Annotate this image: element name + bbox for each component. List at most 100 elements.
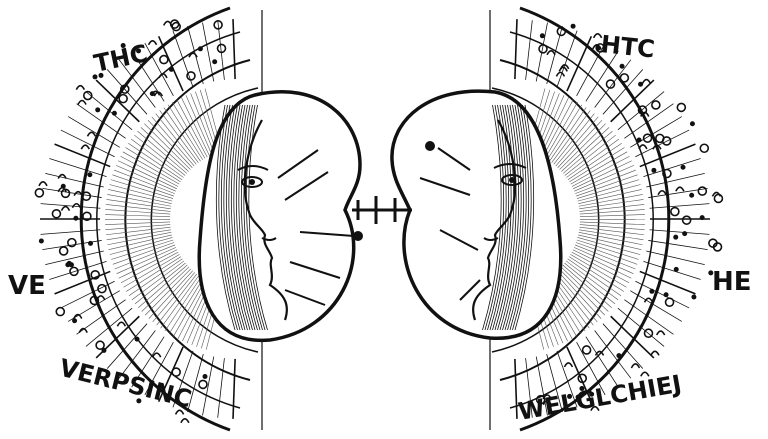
dial-hatch-line: [567, 258, 622, 297]
dial-hatch-line: [579, 209, 645, 215]
dial-hatch-line: [131, 138, 184, 178]
dial-glyph: [60, 188, 71, 199]
dial-tick: [202, 356, 215, 416]
dial-tick: [610, 79, 655, 123]
dial-tick: [144, 42, 174, 97]
dial-tick: [118, 330, 156, 379]
dial-tick: [514, 358, 518, 419]
dial-tick: [610, 315, 655, 359]
dial-hatch-line: [134, 262, 186, 305]
hair-strand: [502, 104, 522, 331]
hair-strand: [482, 104, 502, 331]
dial-hatch-line: [579, 226, 645, 236]
dial-tick: [42, 240, 102, 250]
dial-hatch-line: [557, 270, 602, 319]
dial-glyph: [69, 266, 79, 277]
left-dial-glyphs: [34, 19, 227, 424]
dial-tick: [648, 240, 708, 250]
dial-tick: [157, 35, 184, 92]
dial-tick: [635, 280, 690, 309]
dial-hatch-line: [559, 123, 606, 170]
dial-tick: [639, 270, 696, 295]
dial-hatch-line: [573, 160, 632, 190]
dial-glyph: [642, 133, 653, 143]
dial-squiggle: [153, 91, 164, 97]
dial-hatch-line: [118, 160, 177, 190]
dial-hatch-line: [553, 113, 595, 165]
dial-glyph: [119, 84, 130, 94]
dial-hatch-line: [565, 260, 619, 301]
hair-strand: [245, 104, 266, 331]
right-face-pointers: [419, 141, 481, 301]
dial-tick: [646, 250, 705, 266]
dial-hatch-line: [576, 174, 638, 197]
dial-squiggle: [594, 350, 605, 356]
dial-squiggle: [158, 73, 168, 79]
dial-dot: [649, 288, 655, 294]
dial-hatch-line: [579, 221, 645, 225]
dial-tick: [649, 203, 710, 209]
dial-glyph: [89, 295, 100, 306]
dial-tick: [60, 129, 115, 158]
right-dial-glyphs: [535, 23, 724, 412]
dial-squiggle: [655, 330, 666, 336]
hair-strand: [487, 104, 507, 331]
dial-glyph: [213, 20, 223, 30]
dial-glyph: [118, 93, 128, 104]
dial-tick: [617, 91, 665, 131]
dial-hatch-line: [567, 142, 622, 180]
dial-tick: [649, 229, 710, 235]
dial-hatch-line: [120, 155, 179, 187]
dial-dot: [95, 107, 101, 113]
dial-tick: [54, 143, 111, 168]
right-face-pupil: [509, 177, 515, 183]
left-dial-ring-4: [150, 87, 259, 353]
dial-dot: [212, 59, 218, 65]
dial-hatch-line: [152, 272, 195, 323]
dial-hatch-line: [575, 242, 638, 265]
dial-dot: [136, 398, 142, 404]
dial-hatch-line: [574, 165, 635, 192]
dial-hatch-line: [570, 151, 628, 185]
right-dial-ring-4: [491, 87, 600, 353]
dial-tick: [624, 103, 674, 139]
hair-strand: [223, 104, 243, 331]
dial-hatch-line: [566, 138, 619, 178]
label-left-bottom: VERPSINC: [57, 354, 195, 414]
dial-hatch-line: [155, 113, 197, 165]
dial-glyph: [67, 237, 77, 248]
dial-glyph: [198, 379, 208, 390]
right-dial-hatching: [527, 88, 646, 350]
dial-hatch-line: [564, 134, 616, 176]
center-connector: [352, 196, 412, 224]
dial-tick: [85, 91, 133, 131]
dial-dot: [619, 63, 625, 69]
dial-hatch-line: [107, 232, 172, 246]
dial-dot: [72, 318, 78, 324]
hair-strand: [238, 104, 258, 331]
dial-hatch-line: [105, 226, 171, 236]
dial-squiggle: [73, 190, 83, 197]
dial-tick: [68, 116, 120, 148]
dial-tick: [68, 290, 120, 322]
hair-strand: [499, 104, 520, 331]
dial-dot: [636, 137, 642, 143]
dial-tick: [525, 358, 533, 418]
dial-squiggle: [71, 202, 82, 209]
dial-glyph: [577, 373, 588, 384]
dial-glyph: [216, 43, 227, 54]
dial-glyph: [171, 367, 181, 377]
dial-hatch-line: [576, 239, 639, 260]
dial-hatch-line: [571, 155, 630, 187]
dial-tick: [617, 307, 665, 347]
dial-hatch-line: [160, 275, 200, 329]
right-face-eye: [501, 174, 523, 186]
dial-tick: [217, 20, 225, 80]
left-face-profile: [243, 119, 288, 321]
dial-dot: [567, 393, 573, 399]
dial-glyph: [538, 44, 548, 54]
dial-tick: [624, 299, 674, 335]
dial-tick: [232, 358, 236, 419]
right-face-hair: [482, 104, 535, 331]
dial-dot: [136, 48, 142, 54]
